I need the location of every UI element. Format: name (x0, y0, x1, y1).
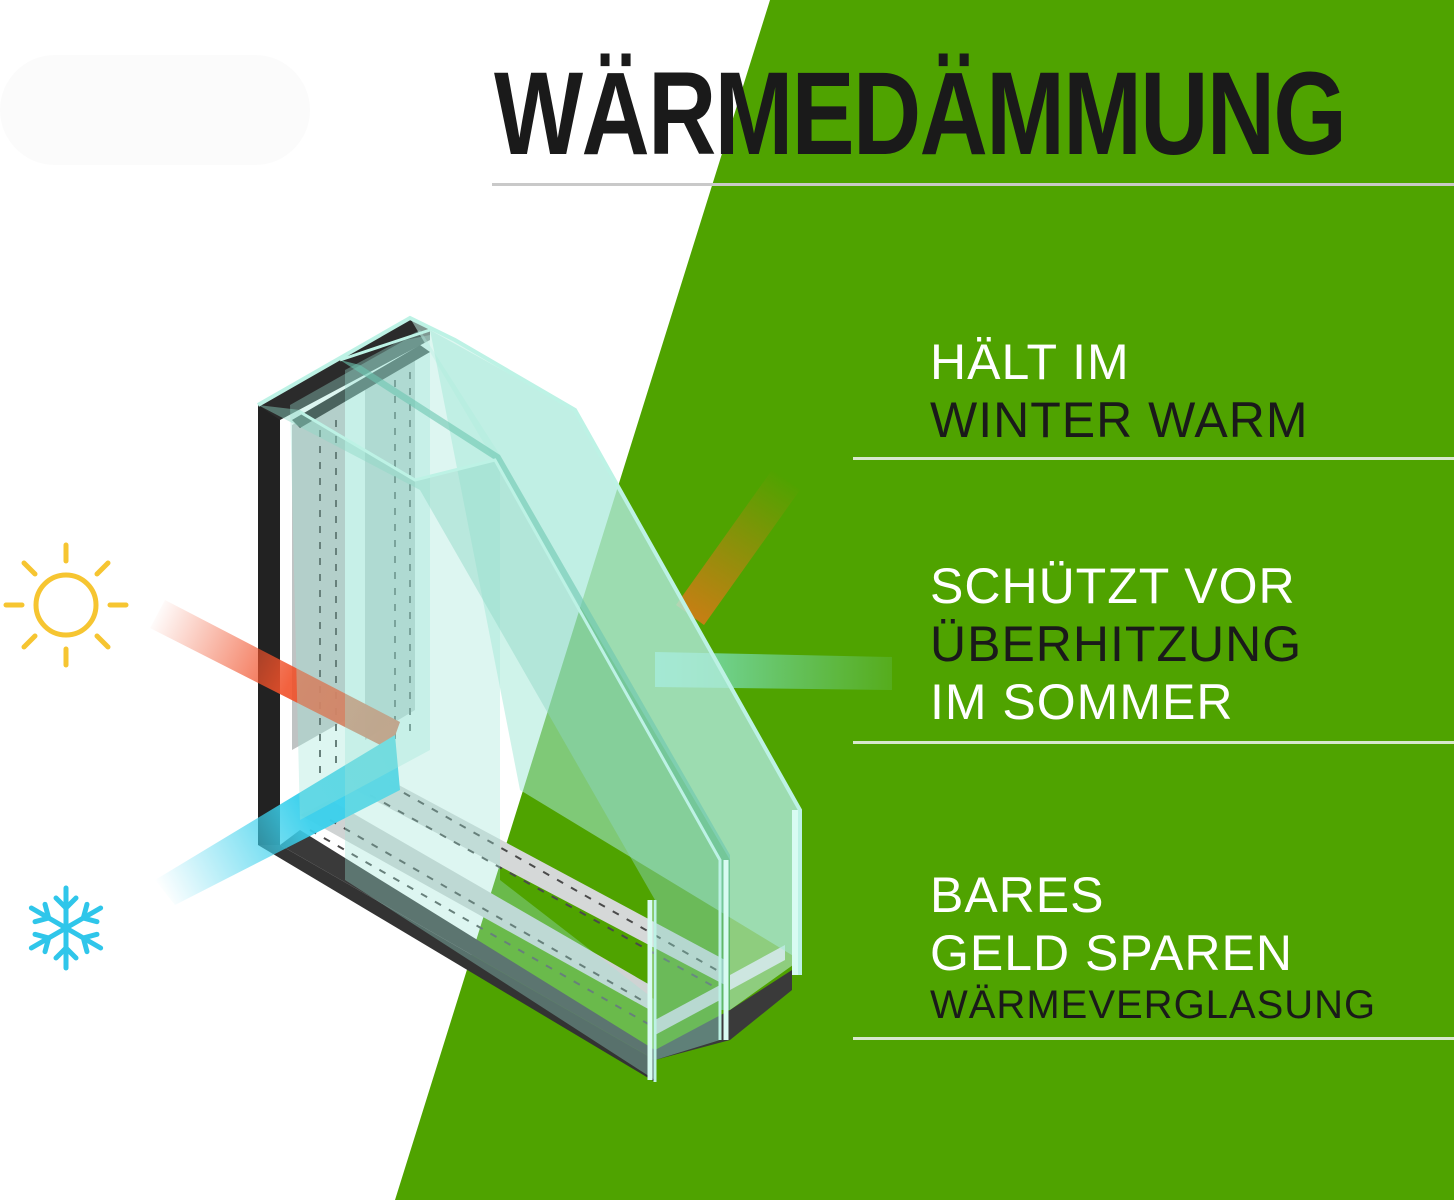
feature-line: BARES (930, 867, 1105, 923)
feature-winter-warm: HÄLT IM WINTER WARM (930, 333, 1309, 449)
feature-line: WÄRMEVERGLASUNG (930, 983, 1377, 1027)
feature-line: HÄLT IM (930, 334, 1130, 390)
feature-save-money: BARES GELD SPAREN WÄRMEVERGLASUNG (930, 866, 1376, 1028)
feature-summer-protection: SCHÜTZT VOR ÜBERHITZUNG IM SOMMER (930, 557, 1302, 731)
cold-ray-in (155, 735, 400, 905)
feature-line: ÜBERHITZUNG (930, 616, 1303, 672)
feature-divider (853, 1037, 1454, 1040)
green-background (395, 0, 1454, 1200)
window-frame (258, 318, 792, 1082)
sun-icon (3, 542, 129, 668)
feature-line: IM SOMMER (930, 674, 1234, 730)
heat-ray-out (676, 470, 800, 625)
page-title: WÄRMEDÄMMUNG (494, 48, 1347, 180)
feature-line: GELD SPAREN (930, 925, 1293, 981)
faded-corner (0, 55, 310, 165)
feature-divider (853, 457, 1454, 460)
feature-line: SCHÜTZT VOR (930, 558, 1296, 614)
heat-ray-in (150, 600, 400, 750)
glass-panes (257, 315, 802, 1082)
feature-line: WINTER WARM (930, 392, 1309, 448)
title-divider (492, 183, 1454, 186)
feature-divider (853, 741, 1454, 744)
snowflake-icon (28, 885, 104, 971)
